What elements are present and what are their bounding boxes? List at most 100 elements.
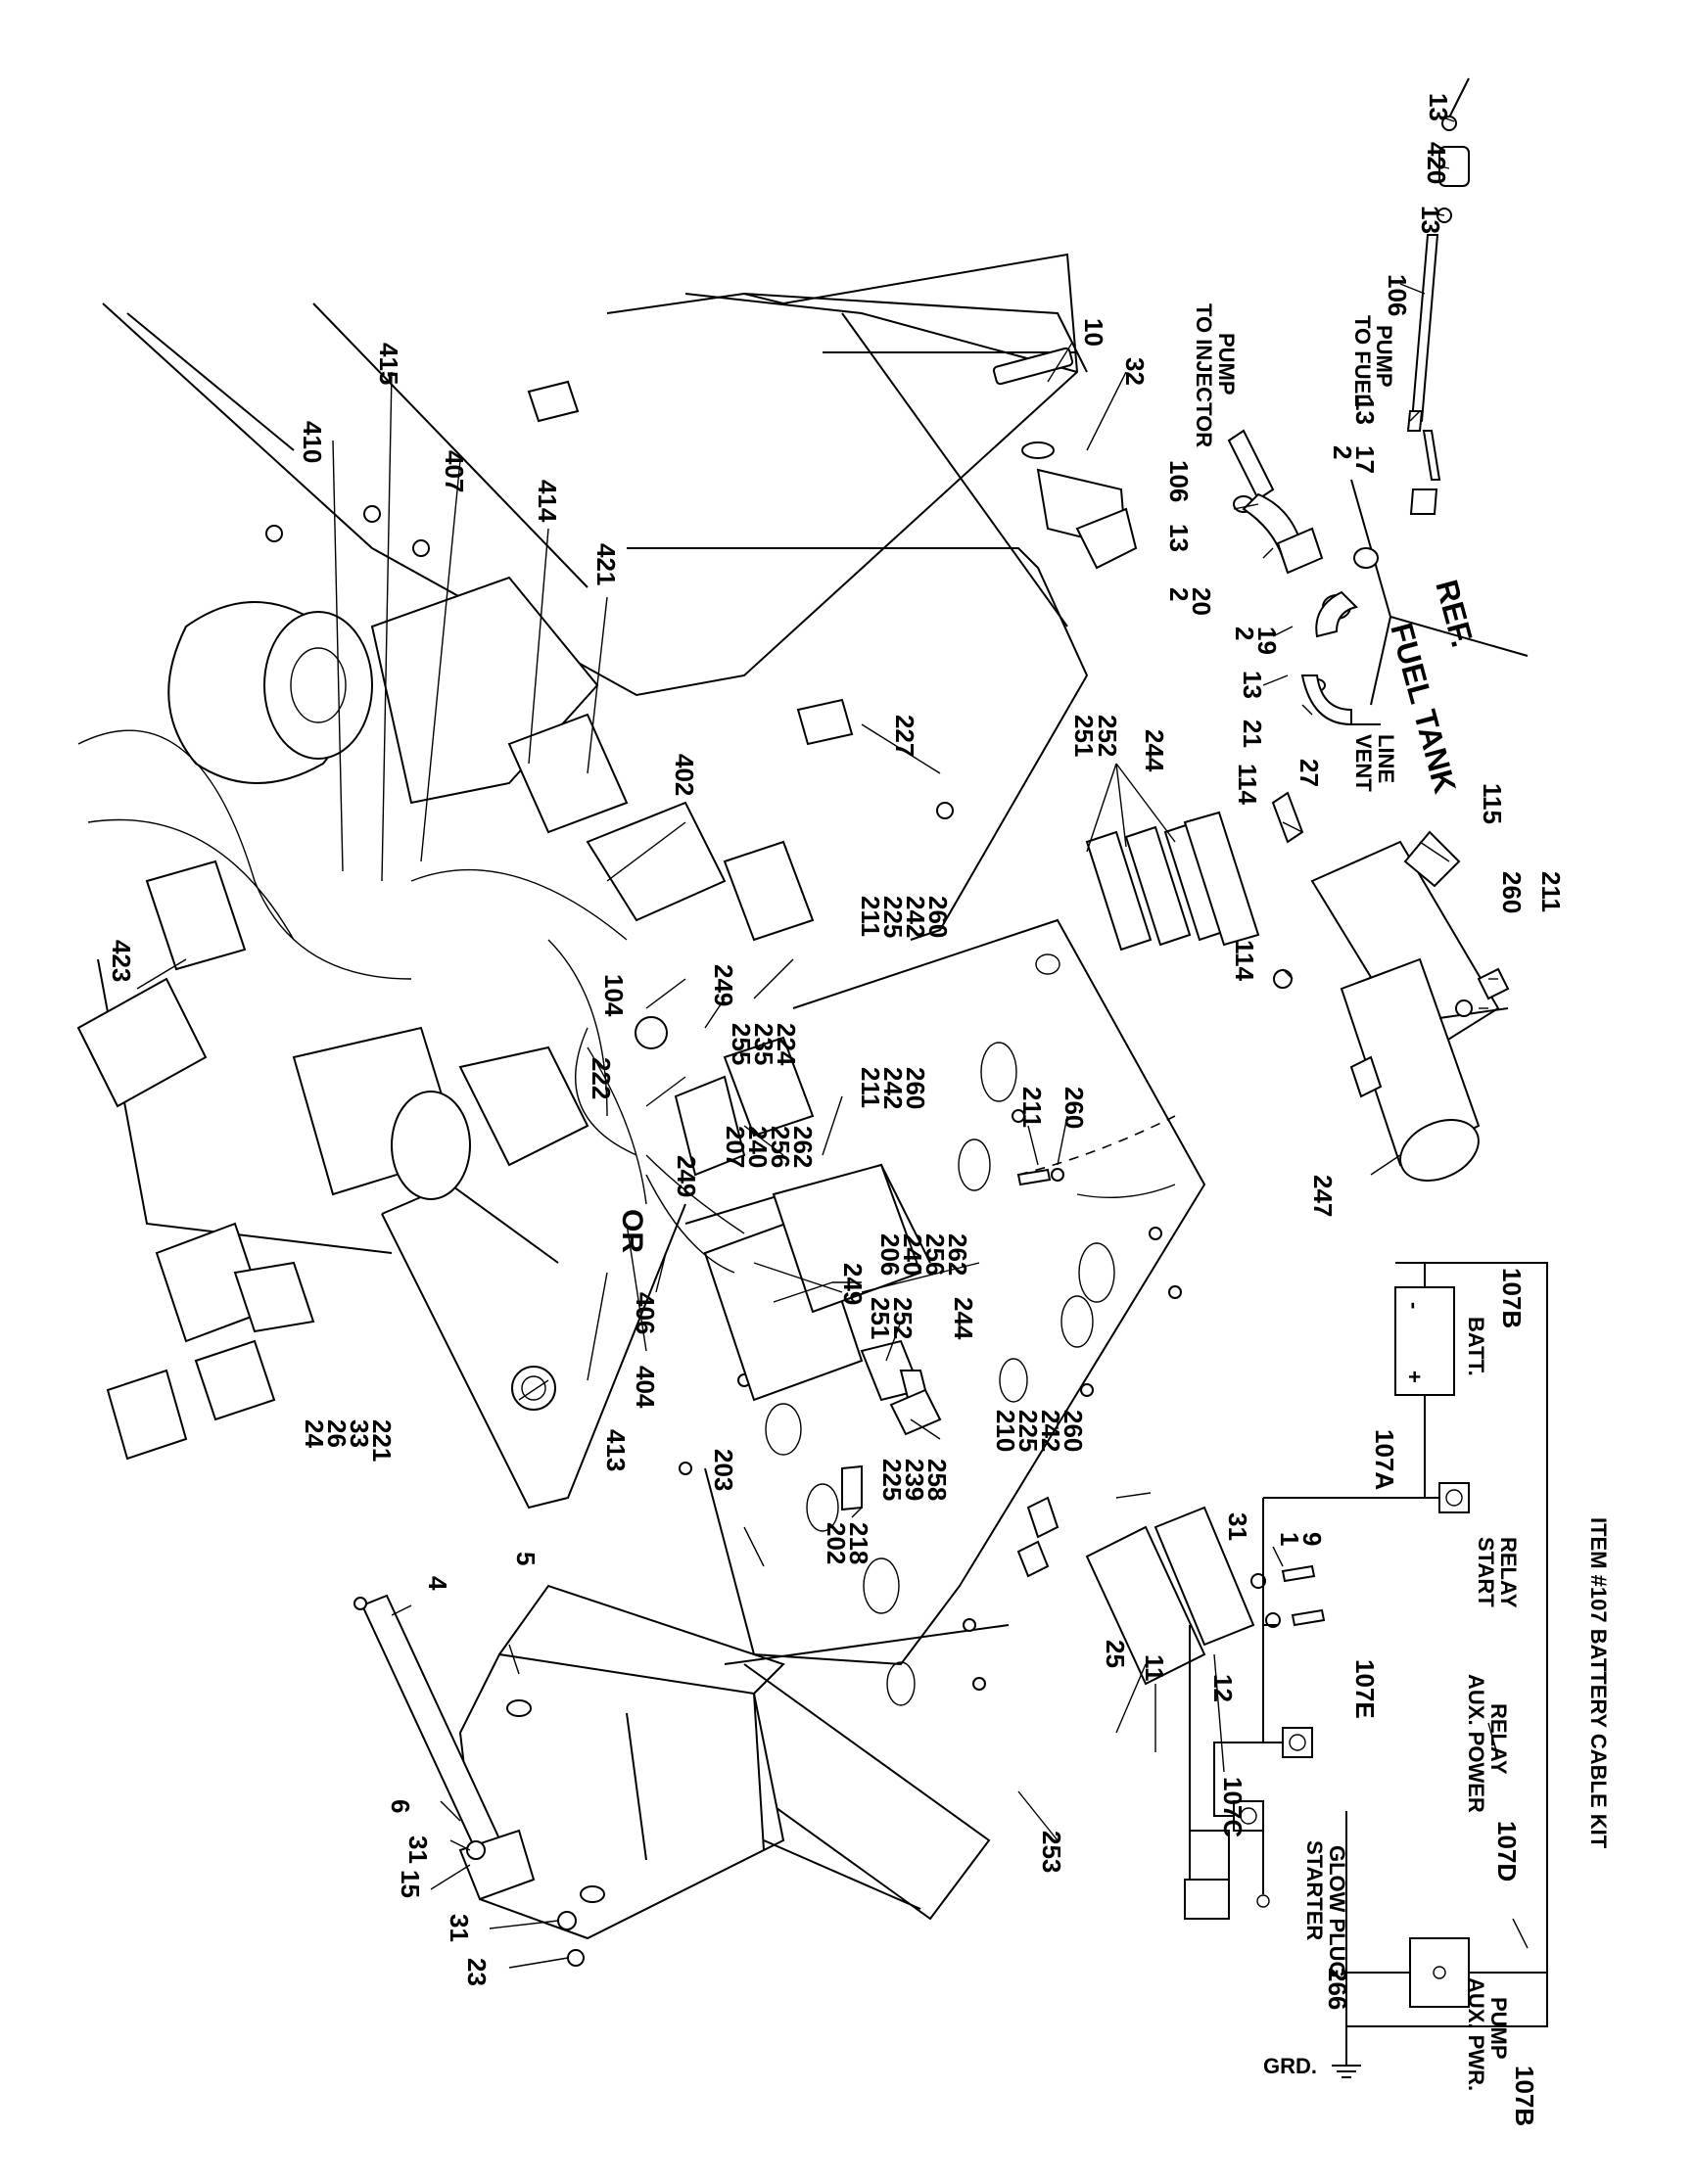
callout-222: 222	[587, 1057, 616, 1099]
battery-box	[458, 1584, 991, 1940]
callout-260: 260	[1059, 1410, 1088, 1452]
callout-27: 27	[1295, 759, 1324, 787]
callout-2: 2	[1230, 627, 1259, 640]
fuel-pads	[1085, 811, 1260, 952]
callout-249: 249	[709, 964, 738, 1006]
mounting-panel	[627, 347, 1138, 941]
callout-32: 32	[1120, 357, 1150, 386]
callout-106: 106	[1383, 274, 1412, 316]
callout-13: 13	[1350, 396, 1380, 425]
callout-115: 115	[1478, 783, 1507, 824]
label-pump: PUMP	[1486, 1997, 1511, 2060]
callout-211: 211	[856, 1067, 885, 1108]
callout-11: 11	[1140, 1654, 1169, 1682]
callout-13: 13	[1164, 524, 1194, 552]
callout-202: 202	[822, 1522, 851, 1564]
callout-256: 256	[920, 1233, 950, 1276]
callout-13: 13	[1238, 671, 1267, 699]
callout-423: 423	[107, 940, 136, 982]
callout-206: 206	[875, 1233, 905, 1276]
callout-224: 224	[772, 1023, 801, 1066]
callout-218: 218	[844, 1522, 873, 1564]
callout-262: 262	[788, 1126, 818, 1168]
callout-251: 251	[866, 1297, 895, 1339]
callout-13: 13	[1416, 206, 1445, 234]
label-batt-plus: +	[1402, 1371, 1427, 1383]
callout-258: 258	[922, 1459, 952, 1501]
callout-24: 24	[300, 1419, 329, 1448]
callout-420: 420	[1422, 142, 1451, 184]
label-starter: STARTER	[1302, 1840, 1327, 1940]
callout-31: 31	[403, 1835, 433, 1864]
callout-12: 12	[1208, 1674, 1238, 1702]
callout-104: 104	[599, 974, 629, 1017]
hold-down-rod	[353, 1594, 585, 1967]
callout-260: 260	[1497, 871, 1527, 913]
label-line: LINE	[1374, 734, 1398, 783]
callout-404: 404	[631, 1366, 660, 1409]
callout-221: 221	[367, 1419, 397, 1462]
callout-240: 240	[898, 1233, 927, 1276]
callout-255: 255	[727, 1023, 756, 1065]
callout-10: 10	[1079, 318, 1108, 347]
bracket-11-12	[1085, 1506, 1326, 1686]
battery-cable-schematic	[1184, 1262, 1548, 2078]
label-to-fuel: TO FUEL	[1350, 315, 1375, 407]
callout-33: 33	[345, 1419, 374, 1448]
callout-15: 15	[396, 1870, 425, 1898]
label-aux-power-relay: AUX. POWER	[1464, 1674, 1488, 1813]
callout-242: 242	[1036, 1410, 1065, 1452]
callout-266: 266	[1323, 1968, 1352, 2010]
callout-107D: 107D	[1492, 1821, 1522, 1882]
engine-assembly	[76, 253, 1088, 1510]
callout-410: 410	[298, 421, 327, 463]
callout-252: 252	[1093, 715, 1122, 757]
relay-brackets	[575, 840, 1176, 1578]
label-grd: GRD.	[1263, 2054, 1317, 2078]
callout-414: 414	[533, 480, 562, 523]
callout-251: 251	[1069, 715, 1099, 757]
callout-31: 31	[445, 1914, 474, 1942]
label-to-injector: TO INJECTOR	[1192, 303, 1216, 447]
label-pump: PUMP	[1214, 333, 1239, 395]
callout-253: 253	[1037, 1831, 1066, 1873]
callout-5: 5	[511, 1552, 541, 1565]
callout-413: 413	[601, 1429, 631, 1471]
label-relay: RELAY	[1496, 1537, 1521, 1608]
callout-207: 207	[721, 1126, 750, 1168]
callout-260: 260	[923, 896, 953, 938]
callout-21: 21	[1238, 720, 1267, 748]
label-pump: PUMP	[1372, 325, 1396, 388]
callout-239: 239	[900, 1459, 929, 1501]
callout-242: 242	[878, 1067, 908, 1109]
callout-210: 210	[991, 1410, 1020, 1452]
callout-225: 225	[877, 1459, 907, 1501]
callout-2: 2	[1328, 445, 1357, 459]
callout-106: 106	[1164, 460, 1194, 502]
callout-13: 13	[1424, 93, 1453, 121]
callout-247: 247	[1308, 1175, 1338, 1217]
callout-211: 211	[1536, 871, 1566, 912]
callout-421: 421	[591, 543, 621, 585]
callout-211: 211	[856, 896, 885, 937]
callout-23: 23	[462, 1958, 492, 1986]
label-ref: REF.	[1429, 576, 1481, 650]
callout-256: 256	[766, 1126, 795, 1168]
callout-9: 9	[1297, 1532, 1327, 1546]
callout-17: 17	[1350, 445, 1380, 474]
callout-19: 19	[1252, 627, 1282, 655]
callout-4: 4	[423, 1576, 452, 1591]
callout-252: 252	[888, 1297, 918, 1339]
callout-242: 242	[901, 896, 930, 938]
lift-pump	[1271, 791, 1510, 1182]
callout-249: 249	[672, 1155, 701, 1197]
callout-107A: 107A	[1370, 1429, 1399, 1490]
label-aux-pwr-pump: AUX. PWR.	[1464, 1977, 1488, 2091]
callout-262: 262	[943, 1233, 972, 1276]
callout-114: 114	[1233, 764, 1262, 805]
callout-107C: 107C	[1218, 1777, 1248, 1837]
label-or: OR	[616, 1209, 648, 1253]
fuel-filter-line	[1227, 77, 1529, 726]
callout-1: 1	[1275, 1532, 1304, 1546]
callout-107B: 107B	[1510, 2066, 1539, 2126]
